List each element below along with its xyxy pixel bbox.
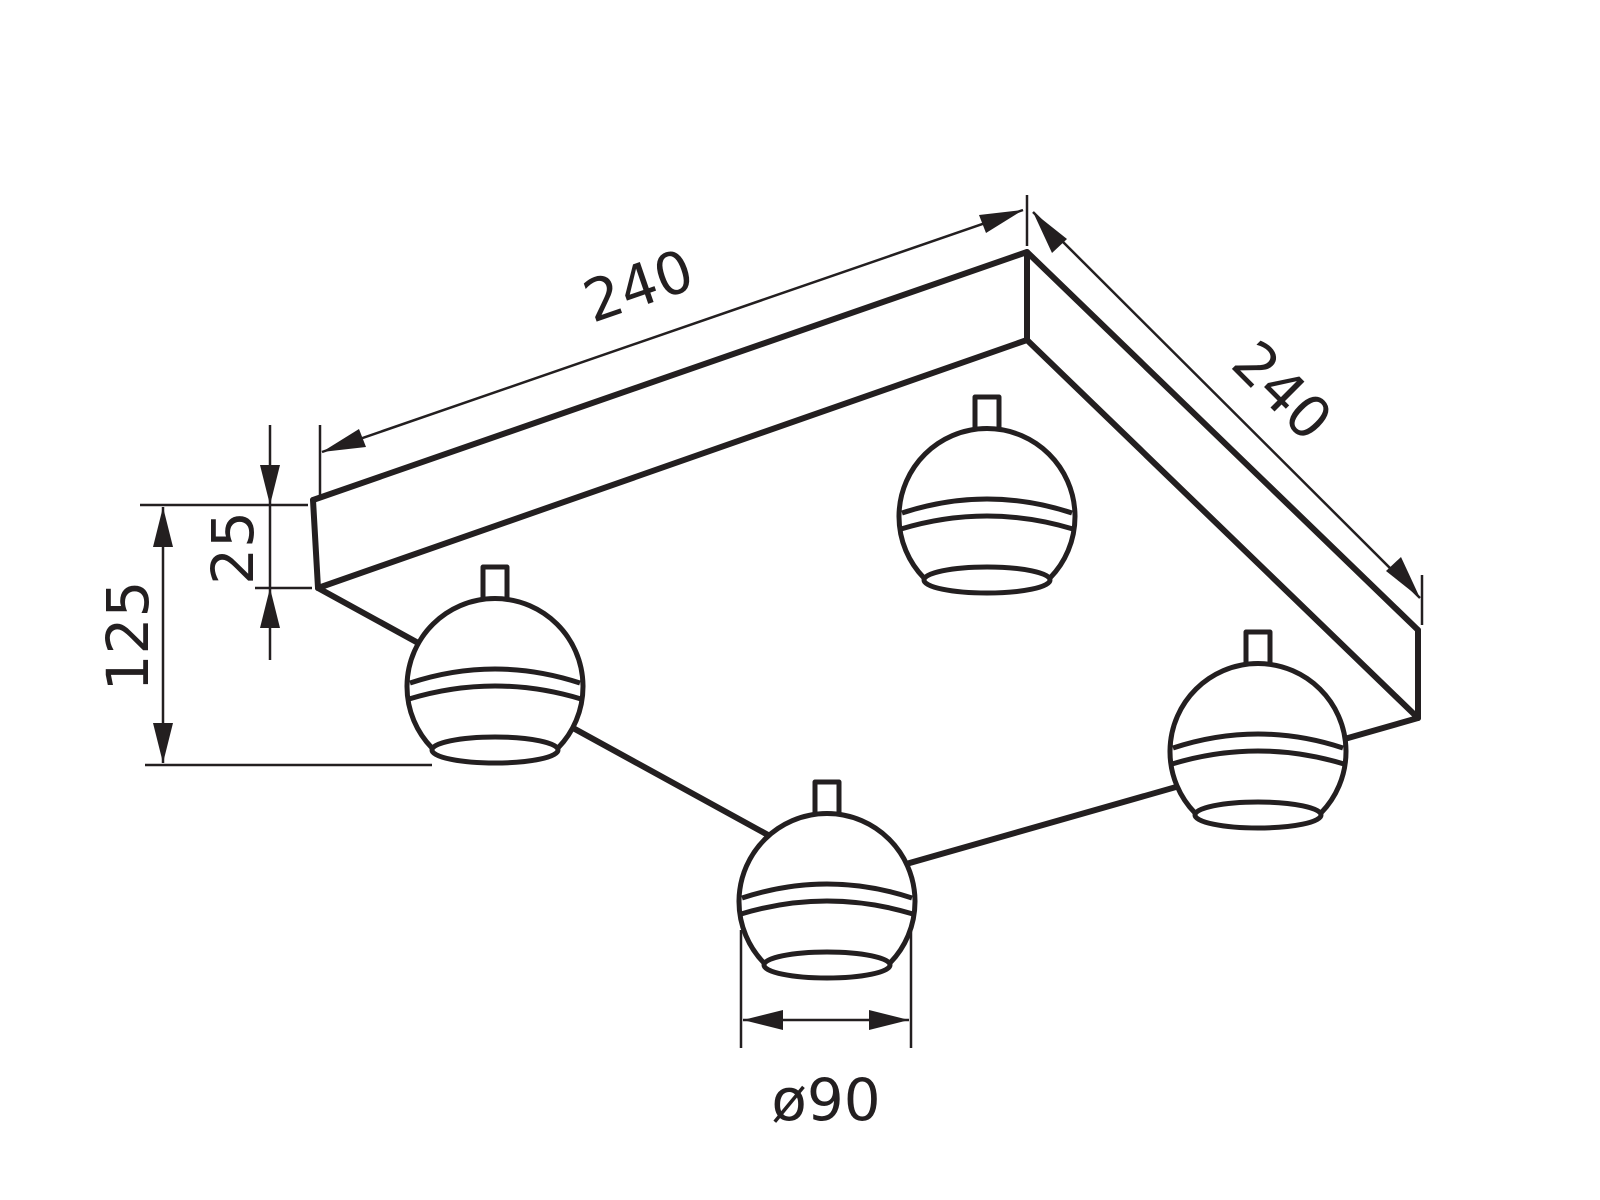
arrowhead-thickness-bottom <box>260 588 280 628</box>
spotlight-band-lower <box>740 898 914 917</box>
base-top-edge <box>310 249 1421 633</box>
base-left-corner <box>310 497 321 591</box>
arrowhead-right-start <box>1033 212 1067 253</box>
spotlight-lens <box>921 564 1053 596</box>
spotlight-mount-stem <box>812 779 842 819</box>
dimension-lamp-diameter: ø90 <box>739 930 913 1134</box>
spotlight-head <box>736 811 918 966</box>
dimension-total-height: 125 <box>94 507 432 767</box>
dimension-label-height: 125 <box>94 581 162 692</box>
dimension-label-width-right: 240 <box>1219 328 1345 454</box>
arrowhead-thickness-top <box>260 465 280 505</box>
spotlight-head <box>1167 661 1349 816</box>
dimension-thickness: 25 <box>140 425 312 660</box>
arrowhead-left-start <box>322 429 366 452</box>
arrowhead-left-end <box>979 210 1023 233</box>
dimension-label-width-left: 240 <box>575 236 702 336</box>
spotlight-lens <box>1192 799 1324 831</box>
spotlight-lens <box>429 734 561 766</box>
dimension-line-width-left <box>321 208 1024 454</box>
spotlight-right <box>1167 629 1349 831</box>
spotlight-mount-stem <box>972 394 1002 434</box>
dimension-width-left: 240 <box>318 195 1029 495</box>
spotlight-band-lower <box>1171 748 1345 767</box>
spotlight-head <box>896 426 1078 581</box>
arrowhead-diameter-left <box>743 1010 783 1030</box>
spotlight-band-upper <box>1172 731 1344 751</box>
dimension-label-thickness: 25 <box>199 511 267 585</box>
spotlights-group <box>404 394 1349 981</box>
ceiling-base-plate <box>310 249 1421 883</box>
spotlight-head <box>404 596 586 751</box>
spotlight-band-upper <box>409 666 581 686</box>
arrowhead-height-top <box>153 507 173 547</box>
spotlight-band-lower <box>408 683 582 702</box>
base-front-edge-left <box>315 585 853 883</box>
dimension-line-width-right <box>1032 211 1421 599</box>
spotlight-band-lower <box>900 513 1074 532</box>
spotlight-band-upper <box>741 881 913 901</box>
dimension-width-right: 240 <box>1032 211 1424 625</box>
spotlight-mount-stem <box>480 564 510 604</box>
arrowhead-right-end <box>1386 557 1420 598</box>
spotlight-lens <box>761 949 893 981</box>
spotlight-left <box>404 564 586 766</box>
spotlight-back <box>896 394 1078 596</box>
arrowhead-diameter-right <box>869 1010 909 1030</box>
dimension-label-diameter: ø90 <box>771 1066 880 1134</box>
arrowhead-height-bottom <box>153 723 173 763</box>
spotlight-front <box>736 779 918 981</box>
spotlight-band-upper <box>901 496 1073 516</box>
spotlight-mount-stem <box>1243 629 1273 669</box>
